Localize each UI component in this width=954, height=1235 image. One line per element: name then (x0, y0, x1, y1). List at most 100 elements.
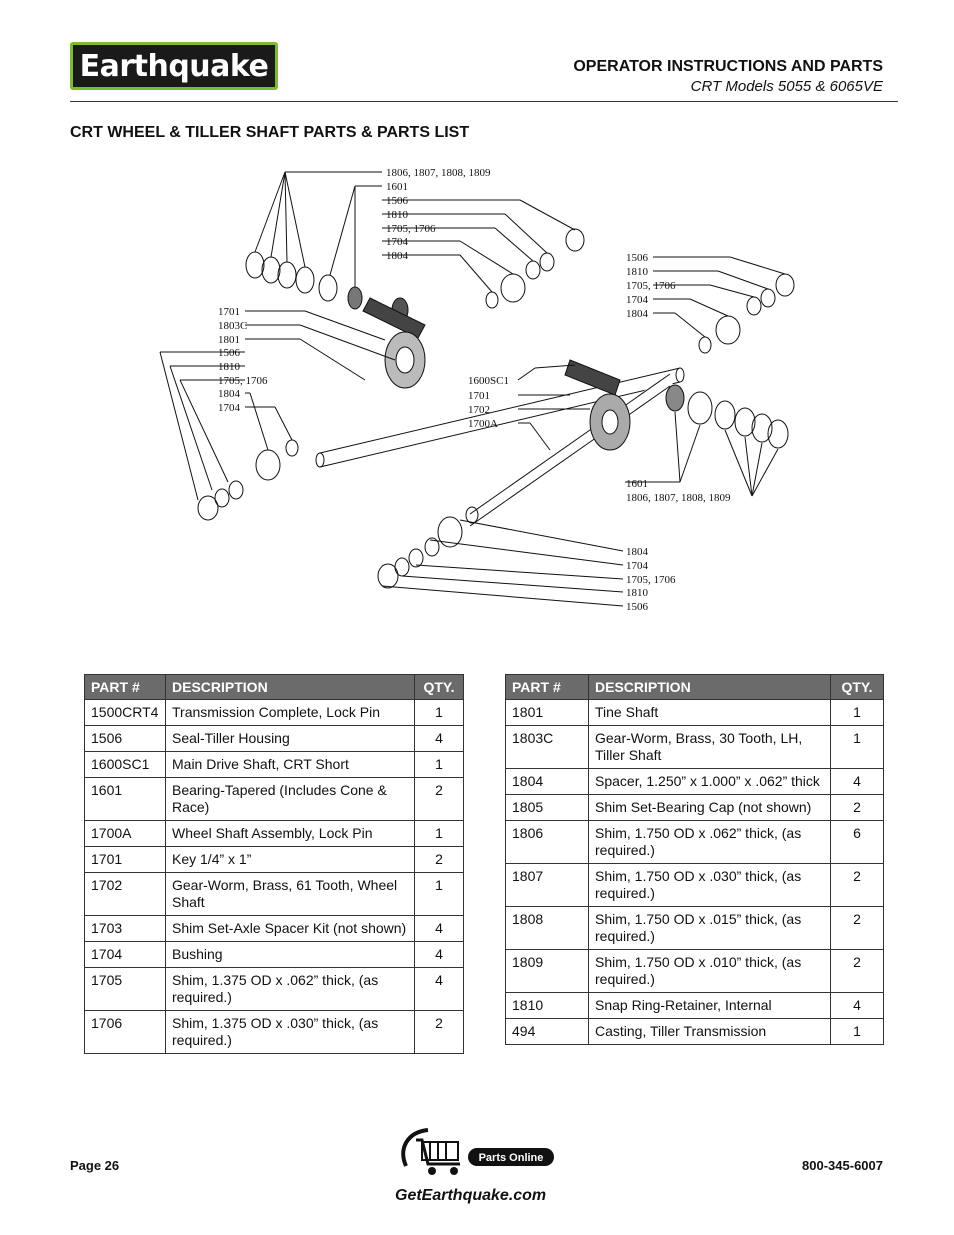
description-cell: Shim, 1.750 OD x .062” thick, (as requir… (588, 820, 831, 864)
qty-cell: 1 (830, 725, 884, 769)
qty-cell: 4 (414, 967, 464, 1011)
part-number-cell: 1705 (84, 967, 166, 1011)
label-1705-1706-left: 1705, 1706 (218, 375, 268, 387)
part-number-cell: 1807 (505, 863, 589, 907)
label-1806-1809-top: 1806, 1807, 1808, 1809 (386, 167, 491, 179)
description-cell: Bushing (165, 941, 415, 968)
qty-cell: 2 (414, 1010, 464, 1054)
description-cell: Gear-Worm, Brass, 61 Tooth, Wheel Shaft (165, 872, 415, 916)
part-number-cell: 1810 (505, 992, 589, 1019)
header-subtitle: CRT Models 5055 & 6065VE (690, 78, 883, 95)
description-cell: Shim, 1.750 OD x .030” thick, (as requir… (588, 863, 831, 907)
part-number-cell: 1500CRT4 (84, 699, 166, 726)
label-1810-bottom: 1810 (626, 587, 649, 599)
exploded-parts-diagram: 1806, 1807, 1808, 1809 1601 1506 1810 17… (159, 167, 795, 613)
label-1810-left: 1810 (218, 361, 241, 373)
label-1804-top: 1804 (386, 250, 409, 262)
description-cell: Shim, 1.375 OD x .030” thick, (as requir… (165, 1010, 415, 1054)
col-part: PART # (84, 674, 166, 700)
part-number-cell: 1701 (84, 846, 166, 873)
label-1506-bottom: 1506 (626, 601, 649, 613)
header-divider (70, 101, 898, 102)
qty-cell: 4 (414, 915, 464, 942)
part-number-cell: 1704 (84, 941, 166, 968)
description-cell: Spacer, 1.250” x 1.000” x .062” thick (588, 768, 831, 795)
col-description: DESCRIPTION (588, 674, 831, 700)
description-cell: Main Drive Shaft, CRT Short (165, 751, 415, 778)
qty-cell: 1 (414, 751, 464, 778)
description-cell: Shim, 1.375 OD x .062” thick, (as requir… (165, 967, 415, 1011)
col-qty: QTY. (830, 674, 884, 700)
qty-cell: 4 (414, 941, 464, 968)
part-number-cell: 1801 (505, 699, 589, 726)
label-1506-right: 1506 (626, 252, 649, 264)
qty-cell: 1 (414, 820, 464, 847)
label-1801-left: 1801 (218, 334, 240, 346)
part-number-cell: 1803C (505, 725, 589, 769)
description-cell: Shim Set-Axle Spacer Kit (not shown) (165, 915, 415, 942)
part-number-cell: 1804 (505, 768, 589, 795)
qty-cell: 6 (830, 820, 884, 864)
label-1700a-center: 1700A (468, 418, 498, 430)
part-number-cell: 1706 (84, 1010, 166, 1054)
label-1506-left: 1506 (218, 347, 241, 359)
label-1506-top: 1506 (386, 195, 409, 207)
label-1704-right: 1704 (626, 294, 649, 306)
qty-cell: 1 (414, 872, 464, 916)
label-1804-bottom: 1804 (626, 546, 649, 558)
qty-cell: 2 (830, 863, 884, 907)
label-1705-1706-right: 1705, 1706 (626, 280, 676, 292)
label-1601-right-lower: 1601 (626, 478, 648, 490)
label-1810-right: 1810 (626, 266, 649, 278)
label-1702-center: 1702 (468, 404, 490, 416)
description-cell: Key 1/4” x 1” (165, 846, 415, 873)
qty-cell: 2 (414, 777, 464, 821)
qty-cell: 2 (414, 846, 464, 873)
description-cell: Wheel Shaft Assembly, Lock Pin (165, 820, 415, 847)
qty-cell: 4 (830, 768, 884, 795)
description-cell: Transmission Complete, Lock Pin (165, 699, 415, 726)
part-number-cell: 1808 (505, 906, 589, 950)
col-part: PART # (505, 674, 589, 700)
label-1806-1809-right-lower: 1806, 1807, 1808, 1809 (626, 492, 731, 504)
website-url[interactable]: GetEarthquake.com (395, 1187, 547, 1204)
qty-cell: 2 (830, 906, 884, 950)
label-1810-top: 1810 (386, 209, 409, 221)
description-cell: Bearing-Tapered (Includes Cone & Race) (165, 777, 415, 821)
qty-cell: 2 (830, 949, 884, 993)
description-cell: Shim, 1.750 OD x .010” thick, (as requir… (588, 949, 831, 993)
qty-cell: 2 (830, 794, 884, 821)
description-cell: Shim, 1.750 OD x .015” thick, (as requir… (588, 906, 831, 950)
label-1705-1706-bottom: 1705, 1706 (626, 574, 676, 586)
label-1701-center: 1701 (468, 390, 490, 402)
part-number-cell: 1805 (505, 794, 589, 821)
label-1600sc1: 1600SC1 (468, 375, 509, 387)
label-1705-1706-top: 1705, 1706 (386, 223, 436, 235)
part-number-cell: 1806 (505, 820, 589, 864)
parts-online-cart-icon: Parts Online (401, 1128, 554, 1175)
part-number-cell: 1601 (84, 777, 166, 821)
description-cell: Seal-Tiller Housing (165, 725, 415, 752)
phone-number: 800-345-6007 (802, 1158, 883, 1173)
table-header-row: PART # DESCRIPTION QTY. (505, 674, 884, 700)
qty-cell: 1 (830, 699, 884, 726)
